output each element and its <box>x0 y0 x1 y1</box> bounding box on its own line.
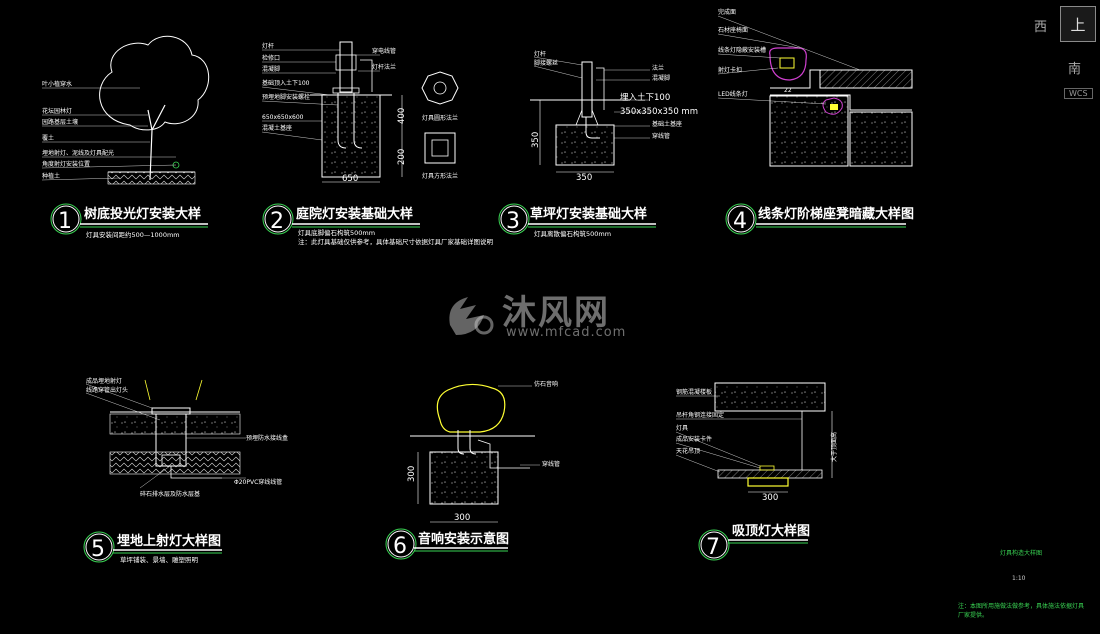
detail-7-label: 天花吊顶 <box>676 447 700 455</box>
detail-3-dim: 350 <box>531 132 541 148</box>
detail-6-title: 音响安装示意图 <box>418 531 509 547</box>
detail-5-note: 草坪铺装、景墙、雕塑照明 <box>120 555 199 564</box>
detail-4-label: 射灯卡扣 <box>718 66 742 74</box>
watermark-text: 沐风网 <box>502 293 610 333</box>
detail-6-dim: 300 <box>454 513 470 523</box>
detail-5-label: 线路穿管出灯头 <box>86 386 128 394</box>
detail-3-title: 草坪灯安装基础大样 <box>530 206 647 222</box>
detail-5-label: 成品埋地射灯 <box>86 377 122 385</box>
sheet-scale: 1:10 <box>1012 575 1026 582</box>
detail-4-label: 石材座椅面 <box>718 26 748 34</box>
detail-5-inground-uplight[interactable]: 成品埋地射灯 线路穿管出灯头 预埋防水接线盒 Φ20PVC穿线线管 碎石排水层及… <box>83 377 288 564</box>
detail-5-label: 预埋防水接线盒 <box>246 434 288 442</box>
detail-3-label: 350x350x350 mm <box>620 107 698 117</box>
wcs-menu-button[interactable]: WCS <box>1064 88 1093 99</box>
sheet-title: 灯具构造大样图 <box>1000 550 1043 557</box>
detail-4-linear-light-seat[interactable]: 完成面 石材座椅面 线条灯隐蔽安装槽 射灯卡扣 LED线条灯 22 4 线条灯阶… <box>717 8 914 235</box>
detail-3-label: 埋入土下100 <box>620 92 670 103</box>
detail-3-dim: 350 <box>576 173 592 183</box>
detail-1-label: 花坛园林灯 <box>42 107 72 115</box>
watermark-url: www.mfcad.com <box>506 325 627 340</box>
view-cube-top-face[interactable]: 上 <box>1060 6 1096 42</box>
detail-1-label: 覆土 <box>42 134 54 142</box>
detail-1-label: 埋地射灯、泥线及灯具配光 <box>42 149 114 157</box>
view-cube-west[interactable]: 西 <box>1034 20 1048 35</box>
detail-3-label: 脚接螺丝 <box>534 59 558 67</box>
detail-1-label: 园路基层土壤 <box>42 118 78 126</box>
detail-3-label: 穿线管 <box>652 132 670 140</box>
detail-2-dim: 400 <box>397 108 407 124</box>
detail-6-number: 6 <box>393 534 407 559</box>
detail-6-label: 仿石音响 <box>534 380 558 388</box>
view-cube-south[interactable]: 南 <box>1068 62 1082 77</box>
view-cube[interactable]: 西 上 南 WCS <box>1030 0 1100 110</box>
detail-3-note: 灯具离散偏石构筑500mm <box>534 229 611 238</box>
detail-1-label: 种植土 <box>42 172 60 180</box>
detail-2-number: 2 <box>270 209 284 234</box>
detail-4-label: 线条灯隐蔽安装槽 <box>718 46 766 54</box>
detail-1-label: 叶小植穿水 <box>42 80 72 88</box>
detail-2-label: 混凝土基座 <box>262 124 292 132</box>
detail-2-label: 基础顶入土下100 <box>262 79 310 87</box>
detail-4-dim: 22 <box>784 87 792 94</box>
detail-1-number: 1 <box>58 209 72 234</box>
detail-7-label: 大于顶面高 <box>830 432 838 462</box>
detail-1-note: 灯具安装间距约500—1000mm <box>86 230 180 239</box>
detail-3-label: 混凝脚 <box>652 74 670 82</box>
detail-5-title: 埋地上射灯大样图 <box>117 533 221 549</box>
detail-7-label: 钢筋混凝楼板 <box>676 388 712 396</box>
detail-2-dim: 200 <box>397 149 407 165</box>
detail-7-label: 吊杆角钢连接固定 <box>676 411 724 419</box>
detail-2-label: 650x650x600 <box>262 114 304 121</box>
watermark-logo-icon <box>449 297 494 335</box>
detail-5-number: 5 <box>91 537 105 562</box>
detail-4-number: 4 <box>733 209 747 234</box>
detail-2-label: 预埋地脚安装螺栓 <box>262 93 310 101</box>
detail-2-title: 庭院灯安装基础大样 <box>296 206 413 222</box>
detail-7-title: 吸顶灯大样图 <box>732 523 810 539</box>
detail-3-lawn-lamp-foundation[interactable]: 灯杆 脚接螺丝 法兰 混凝脚 埋入土下100 350x350x350 mm 基础… <box>498 50 698 238</box>
detail-2-courtyard-lamp-foundation[interactable]: 灯杆 检修口 混凝脚 基础顶入土下100 预埋地脚安装螺栓 650x650x60… <box>261 41 494 246</box>
detail-2-label: 检修口 <box>262 54 280 62</box>
detail-2-label: 灯杆法兰 <box>372 63 396 71</box>
detail-2-note2: 注：此灯具基础仅供参考，具体基础尺寸依据灯具厂家基础详图说明 <box>298 237 494 246</box>
detail-2-note: 灯具底脚偏石构筑500mm <box>298 228 375 237</box>
detail-7-label: 灯具 <box>676 424 688 432</box>
detail-3-label: 灯杆 <box>534 50 546 58</box>
detail-1-title: 树底投光灯安装大样 <box>84 206 201 222</box>
detail-3-number: 3 <box>506 209 520 234</box>
detail-3-label: 基础土基座 <box>652 120 682 128</box>
detail-1-tree-uplight[interactable]: 叶小植穿水 花坛园林灯 园路基层土壤 覆土 埋地射灯、泥线及灯具配光 角度射灯安… <box>41 35 210 239</box>
detail-6-dim: 300 <box>407 466 417 482</box>
detail-1-label: 角度射灯安装位置 <box>42 160 90 168</box>
detail-5-label: 碎石排水层及防水层基 <box>140 490 200 498</box>
detail-2-label: 灯具圆形法兰 <box>422 114 458 122</box>
detail-3-label: 法兰 <box>652 64 664 72</box>
detail-4-label: LED线条灯 <box>718 90 748 98</box>
detail-5-label: Φ20PVC穿线线管 <box>234 478 282 486</box>
watermark: 沐风网 www.mfcad.com <box>442 285 662 345</box>
detail-4-title: 线条灯阶梯座凳暗藏大样图 <box>758 206 914 222</box>
detail-4-label: 完成面 <box>718 8 736 16</box>
detail-2-label: 穿电线管 <box>372 47 396 55</box>
sheet-note: 注：本图所用施做法做参考，具体施法依据灯具厂家提供。 <box>958 603 1085 619</box>
detail-6-speaker-install[interactable]: 仿石音响 穿线管 300 300 6 音响安装示意图 <box>385 380 560 560</box>
detail-2-dim: 650 <box>342 174 358 184</box>
detail-2-label: 灯杆 <box>262 42 274 50</box>
detail-7-ceiling-light[interactable]: 钢筋混凝楼板 吊杆角钢连接固定 灯具 成品安装卡件 天花吊顶 大于顶面高 300… <box>675 382 838 561</box>
detail-7-number: 7 <box>706 535 720 560</box>
detail-2-label: 混凝脚 <box>262 65 280 73</box>
detail-7-label: 成品安装卡件 <box>676 435 712 443</box>
detail-6-label: 穿线管 <box>542 460 560 468</box>
detail-7-dim: 300 <box>762 493 778 503</box>
detail-2-label: 灯具方形法兰 <box>422 172 458 180</box>
